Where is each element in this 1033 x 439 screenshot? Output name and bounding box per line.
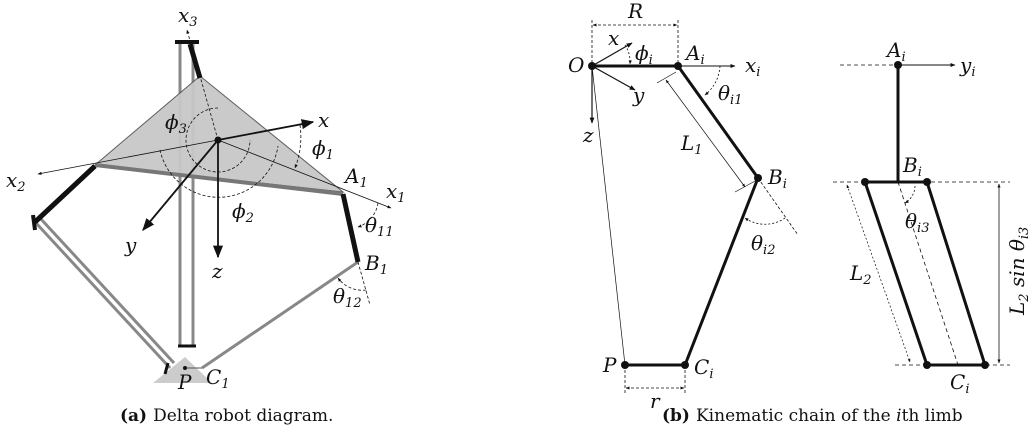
label-x-b: x xyxy=(608,26,619,50)
label-x1: x1 xyxy=(386,179,406,206)
o-p-line xyxy=(591,65,626,366)
label-thetai2: θi2 xyxy=(751,231,775,258)
arm-2-joint xyxy=(163,362,170,375)
label-xi: xi xyxy=(745,53,760,80)
label-R: R xyxy=(627,0,643,23)
caption-b: (b)Kinematic chain of the ith limb xyxy=(662,406,963,426)
link-2b xyxy=(38,216,176,365)
label-l2: L2 xyxy=(849,261,872,288)
label-y: y xyxy=(124,233,137,257)
label-y-b: y xyxy=(632,83,645,107)
joint-o xyxy=(588,62,596,70)
label-phi1: ϕ1 xyxy=(312,136,334,163)
phi1-arc xyxy=(294,124,302,169)
thetai2-arc xyxy=(744,217,786,225)
label-p: P xyxy=(177,370,192,394)
x-axis xyxy=(217,119,315,141)
x1-axis xyxy=(217,139,392,209)
theta12-ref xyxy=(357,261,371,306)
l1-ext-bottom xyxy=(734,179,758,193)
L1-dimension xyxy=(665,79,746,188)
label-x: x xyxy=(318,108,329,132)
link-2a xyxy=(34,221,172,370)
delta-robot-diagram: x3 x x1 x2 y z ϕ1 ϕ2 ϕ3 A1 B1 C1 P θ11 θ… xyxy=(6,3,406,426)
point-p xyxy=(183,366,187,370)
label-ci: Ci xyxy=(694,355,713,382)
L2-dimension xyxy=(846,184,911,363)
phii-arc xyxy=(624,44,632,65)
arm-1 xyxy=(340,193,361,263)
x-axis-b xyxy=(591,42,633,67)
l1-ext-top xyxy=(656,71,677,84)
thetai3-arc xyxy=(904,185,916,204)
joint-p xyxy=(621,361,629,369)
link-1 xyxy=(201,260,359,370)
side-joint-c-right xyxy=(981,361,989,369)
arm-2-end xyxy=(31,214,37,231)
moving-platform xyxy=(153,357,212,383)
kinematic-chain-diagram: R O x y z ϕi Ai xi θi1 L xyxy=(568,0,1032,426)
label-c1: C1 xyxy=(206,365,230,392)
phi3-arc xyxy=(185,107,251,173)
base-edge xyxy=(94,163,344,196)
joint-ai xyxy=(674,62,682,70)
label-ci-side: Ci xyxy=(950,370,969,397)
side-joint-ai xyxy=(894,61,902,69)
joint-bi xyxy=(754,174,762,182)
label-theta11: θ11 xyxy=(365,213,394,240)
label-z-b: z xyxy=(582,123,594,147)
side-joint-c-left xyxy=(923,361,931,369)
label-z: z xyxy=(211,259,223,283)
label-x2: x2 xyxy=(6,168,26,195)
label-x3: x3 xyxy=(178,3,198,30)
label-a1: A1 xyxy=(343,164,368,191)
parallelogram-link xyxy=(862,180,988,367)
label-thetai1: θi1 xyxy=(718,81,742,108)
label-l2-sin-thetai3: L2 sin θi3 xyxy=(1005,227,1032,316)
side-joint-b-left xyxy=(861,178,869,186)
label-r: r xyxy=(650,389,661,413)
arm-2 xyxy=(33,164,97,224)
thetai2-ref xyxy=(757,177,799,236)
joint-ci xyxy=(681,361,689,369)
label-l1: L1 xyxy=(680,131,703,158)
caption-a: (a)Delta robot diagram. xyxy=(120,406,333,426)
label-phi2: ϕ2 xyxy=(232,199,254,226)
label-o: O xyxy=(568,53,584,77)
side-joint-b-right xyxy=(923,178,931,186)
x2-axis xyxy=(37,139,219,175)
y-axis-b xyxy=(591,65,636,91)
label-p-b: P xyxy=(602,353,617,377)
label-yi: yi xyxy=(959,53,975,80)
label-theta12: θ12 xyxy=(333,284,362,311)
label-ai: Ai xyxy=(684,41,705,68)
theta11-arc xyxy=(357,202,379,228)
y-axis xyxy=(142,139,219,231)
label-b1: B1 xyxy=(364,251,388,278)
limb-chain xyxy=(592,64,760,367)
label-phii: ϕi xyxy=(635,41,653,68)
label-bi: Bi xyxy=(767,165,787,192)
x3-axis xyxy=(186,29,219,141)
label-thetai3: θi3 xyxy=(905,209,929,236)
label-phi3: ϕ3 xyxy=(165,110,187,137)
origin-point xyxy=(214,136,222,144)
arm-3 xyxy=(187,43,203,79)
label-ai-side: Ai xyxy=(885,38,906,65)
theta12-arc xyxy=(337,277,367,291)
label-bi-side: Bi xyxy=(902,153,922,180)
